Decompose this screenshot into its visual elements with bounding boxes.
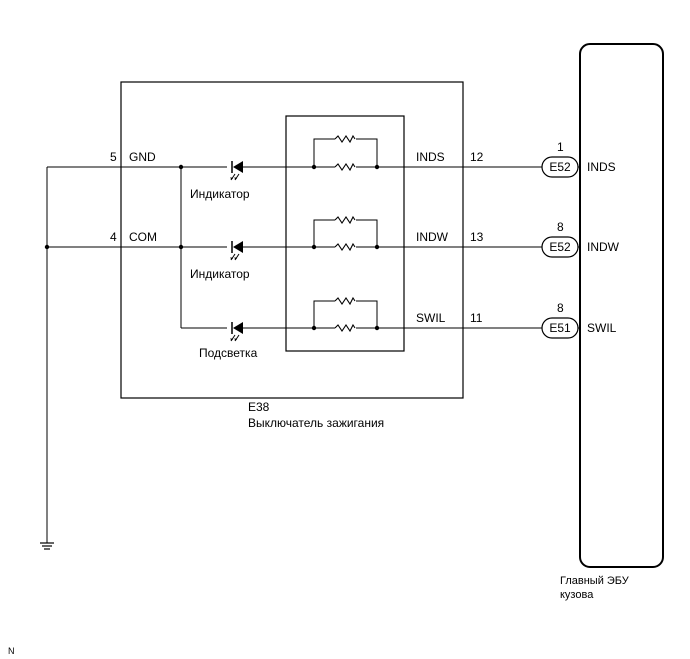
switch-pin-number: 11 — [470, 311, 483, 325]
switch-code: E38 — [248, 400, 270, 414]
led-indicator-icon — [229, 160, 244, 181]
led-backlight-icon — [229, 321, 244, 342]
ecu-pin-label: SWIL — [587, 321, 617, 335]
switch-pin-number: 13 — [470, 230, 484, 244]
ecu-pin-label: INDS — [587, 160, 616, 174]
ground-wiring — [44, 166, 121, 543]
footer-code: N — [8, 646, 15, 656]
connector-code: E52 — [549, 240, 571, 254]
signal-label: INDW — [416, 230, 449, 244]
switch-housing — [120, 81, 464, 399]
ecu-pin-label: INDW — [587, 240, 620, 254]
com-pin-number: 4 — [110, 230, 117, 244]
resistor-network-indw — [311, 213, 380, 254]
connector-oval — [541, 236, 579, 258]
junction-dot — [178, 244, 184, 250]
connector-oval — [541, 317, 579, 339]
junction-dot — [178, 164, 184, 170]
ecu-name-line2: кузова — [560, 589, 594, 601]
switch-name: Выключатель зажигания — [248, 416, 384, 430]
ecu-block — [579, 43, 664, 568]
signal-label: INDS — [416, 150, 445, 164]
ecu-pin-number: 8 — [557, 220, 564, 234]
ecu-name-line1: Главный ЭБУ — [560, 575, 630, 587]
signal-wires — [243, 166, 580, 329]
resistor-network-inds — [311, 132, 380, 174]
com-pin-label: COM — [129, 230, 157, 244]
junction-dot — [44, 244, 50, 250]
connector-oval — [541, 156, 579, 178]
gnd-pin-label: GND — [129, 150, 156, 164]
connector-code: E52 — [549, 160, 571, 174]
lamp-label: Подсветка — [199, 346, 258, 360]
resistor-network-swil — [311, 294, 380, 335]
ecu-pin-number: 1 — [557, 140, 564, 154]
gnd-pin-number: 5 — [110, 150, 117, 164]
connector-code: E51 — [549, 321, 571, 335]
lamp-label: Индикатор — [190, 187, 250, 201]
internal-bus — [121, 164, 227, 329]
ground-symbol — [40, 542, 54, 550]
signal-label: SWIL — [416, 311, 446, 325]
ecu-pin-number: 8 — [557, 301, 564, 315]
lamp-label: Индикатор — [190, 267, 250, 281]
led-indicator-icon — [229, 240, 244, 261]
resistor-module — [285, 115, 405, 352]
switch-pin-number: 12 — [470, 150, 484, 164]
